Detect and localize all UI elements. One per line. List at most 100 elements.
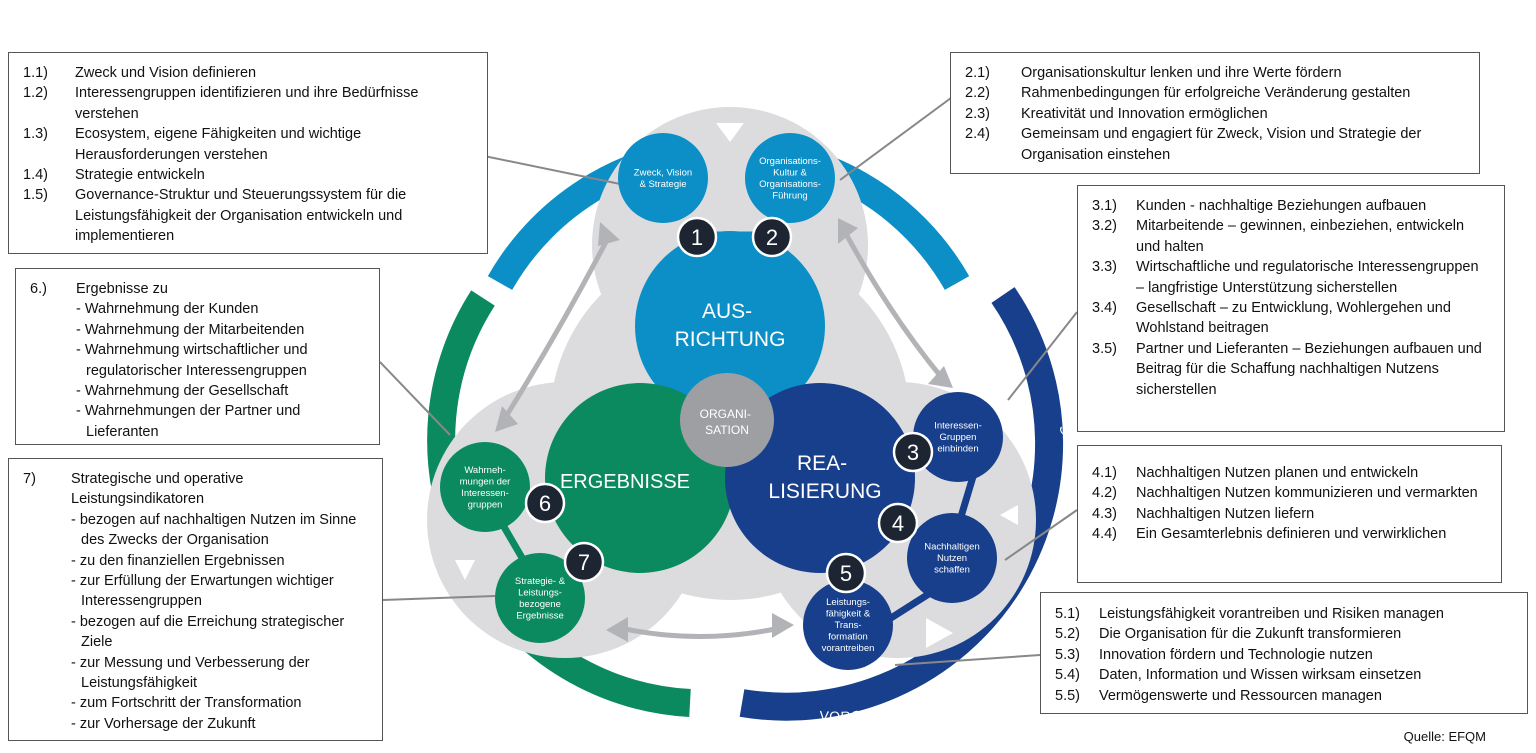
item-text: Nachhaltigen Nutzen kommunizieren und ve…: [1136, 485, 1478, 502]
box-criterion-2: 2.1) Organisationskultur lenken und ihre …: [950, 52, 1480, 174]
list-item: 3.2)Mitarbeitende – gewinnen, einbeziehe…: [1092, 216, 1490, 257]
sub-item: - zu den finanziellen Ergebnissen: [71, 552, 285, 569]
item-text: Vermögenswerte und Ressourcen managen: [1099, 687, 1382, 704]
item-title: Ergebnisse zu: [76, 281, 168, 297]
list-item: 5.3) Innovation fördern und Technologie n…: [1055, 645, 1513, 665]
item-text: Leistungsfähigkeit vorantreiben und Risi…: [1099, 606, 1444, 622]
item-number: 5.5): [1055, 687, 1080, 704]
item-text: Kreativität und Innovation ermöglichen: [1021, 105, 1268, 122]
item-number: 1.4): [23, 167, 48, 184]
item-text: Kunden - nachhaltige Beziehungen aufbaue…: [1136, 198, 1427, 214]
item-title: Strategische und operative Leistungsindi…: [71, 471, 244, 508]
criterion-number: 1: [691, 225, 703, 250]
list-item: 3.1) Kunden - nachhaltige Beziehungen auf…: [1092, 196, 1490, 216]
list-item: 3.4)Gesellschaft – zu Entwicklung, Wohle…: [1092, 298, 1490, 339]
item-text: Zweck und Vision definieren: [75, 65, 257, 81]
marker-top: [716, 123, 744, 142]
item-number: 1.3): [23, 126, 48, 143]
item-number: 2.1): [965, 65, 990, 81]
criterion-2: Organisations-Kultur &Organisations-Führ…: [745, 133, 835, 258]
item-number: 3.5): [1092, 340, 1117, 357]
box-criterion-4: 4.1)Nachhaltigen Nutzen planen und entwi…: [1077, 445, 1502, 583]
item-number: 5.2): [1055, 626, 1080, 643]
label-ergebnisse: ERGEBNISSE: [560, 471, 690, 493]
criterion-number-badge: [825, 552, 867, 594]
marker-bottom: [926, 618, 953, 648]
list-item: 2.2) Rahmenbedingungen für erfolgreiche V…: [965, 83, 1465, 103]
list-item: 4.2)Nachhaltigen Nutzen kommunizieren un…: [1092, 483, 1487, 503]
sub-item: - Wahrnehmung wirtschaftlicher und regul…: [76, 342, 308, 379]
criterion-number-badge: [892, 431, 934, 473]
item-number: 1.2): [23, 85, 48, 102]
sub-item: - Wahrnehmung der Kunden: [76, 301, 259, 318]
criterion-number-badge: [524, 482, 566, 524]
criterion-number-badge: [676, 216, 718, 258]
sub-item: - Wahrnehmung der Gesellschaft: [76, 383, 289, 400]
box-criterion-6: 6.) Ergebnisse zu - Wahrnehmung der Kunden…: [15, 268, 380, 445]
label-realisierung: REA- LISIERUNG: [768, 452, 881, 503]
item-number: 6.): [30, 281, 47, 297]
criterion-circle: [745, 133, 835, 223]
item-text: Innovation fördern und Technologie nutze…: [1099, 646, 1373, 663]
sub-item: - bezogen auf nachhaltigen Nutzen im Sin…: [71, 511, 357, 549]
list-item: 4.1)Nachhaltigen Nutzen planen und entwi…: [1092, 463, 1487, 483]
item-number: 4.3): [1092, 505, 1117, 522]
arrow-heads: [495, 218, 953, 642]
item-text: Gesellschaft – zu Entwicklung, Wohlergeh…: [1136, 300, 1451, 337]
list-item: 2.3) Kreativität und Innovation ermöglich…: [965, 104, 1465, 124]
item-text: Nachhaltigen Nutzen liefern: [1136, 505, 1315, 522]
list-item: 1.5) Governance-Struktur und Steuerungssy…: [23, 185, 473, 246]
item-text: Organisationskultur lenken und ihre Wert…: [1021, 65, 1342, 81]
item-number: 7): [23, 471, 36, 487]
item-text: Wirtschaftliche und regulatorische Inter…: [1136, 259, 1479, 296]
source-label: Quelle: EFQM: [1403, 729, 1486, 744]
sub-item: - zur Erfüllung der Erwartungen wichtige…: [71, 573, 334, 610]
item-number: 1.5): [23, 187, 48, 204]
criterion-circle: [440, 442, 530, 532]
list-item: 5.2) Die Organisation für die Zukunft tra…: [1055, 624, 1513, 644]
item-text: Ein Gesamterlebnis definieren und verwir…: [1136, 526, 1447, 543]
sub-item: - Wahrnehmungen der Partner und Lieferan…: [76, 403, 301, 440]
item-number: 5.3): [1055, 646, 1080, 663]
item-text: Die Organisation für die Zukunft transfo…: [1099, 626, 1402, 643]
box-criterion-5: 5.1)Leistungsfähigkeit vorantreiben und …: [1040, 592, 1528, 714]
box-criterion-7: 7) Strategische und operative Leistungsin…: [8, 458, 383, 741]
item-number: 2.2): [965, 85, 990, 102]
criterion-number: 3: [907, 440, 919, 465]
item-text: Nachhaltigen Nutzen planen und entwickel…: [1136, 465, 1419, 481]
criterion-number: 7: [578, 550, 590, 575]
sub-item: - bezogen auf die Erreichung strategisch…: [71, 613, 345, 651]
criterion-circle: [907, 513, 997, 603]
list-item: 4.4)Ein Gesamterlebnis definieren und ve…: [1092, 524, 1487, 544]
criterion-label: Zweck, Vision& Strategie: [634, 167, 692, 190]
item-text: Rahmenbedingungen für erfolgreiche Verän…: [1021, 85, 1411, 102]
item-number: 3.1): [1092, 198, 1117, 214]
item-text: Governance-Struktur und Steuerungssystem…: [75, 187, 407, 245]
list-item: 7) Strategische und operative Leistungsin…: [23, 469, 368, 734]
criterion-number-badge: [751, 216, 793, 258]
item-text: Mitarbeitende – gewinnen, einbeziehen, e…: [1136, 218, 1465, 255]
item-text: Ecosystem, eigene Fähigkeiten und wichti…: [75, 126, 362, 163]
connector-lines: [379, 94, 1078, 666]
list-item: 4.3) Nachhaltigen Nutzen liefern: [1092, 504, 1487, 524]
list-item: 5.4)Daten, Information und Wissen wirksa…: [1055, 665, 1513, 685]
list-item: 3.3)Wirtschaftliche und regulatorische I…: [1092, 257, 1490, 298]
list-item: 1.3) Ecosystem, eigene Fähigkeiten und wi…: [23, 124, 473, 165]
list-item: 2.1) Organisationskultur lenken und ihre …: [965, 63, 1465, 83]
sub-item: - zur Vorhersage der Zukunft: [71, 715, 256, 732]
circle-organisation: [680, 373, 774, 467]
criterion-circle: [618, 133, 708, 223]
criterion-number: 6: [539, 491, 551, 516]
item-text: Partner und Lieferanten – Beziehungen au…: [1136, 340, 1482, 398]
item-number: 2.3): [965, 105, 990, 122]
sub-item: - zur Messung und Verbesserung der Leist…: [71, 654, 310, 692]
list-item: 3.5) Partner und Lieferanten – Beziehunge…: [1092, 339, 1490, 400]
